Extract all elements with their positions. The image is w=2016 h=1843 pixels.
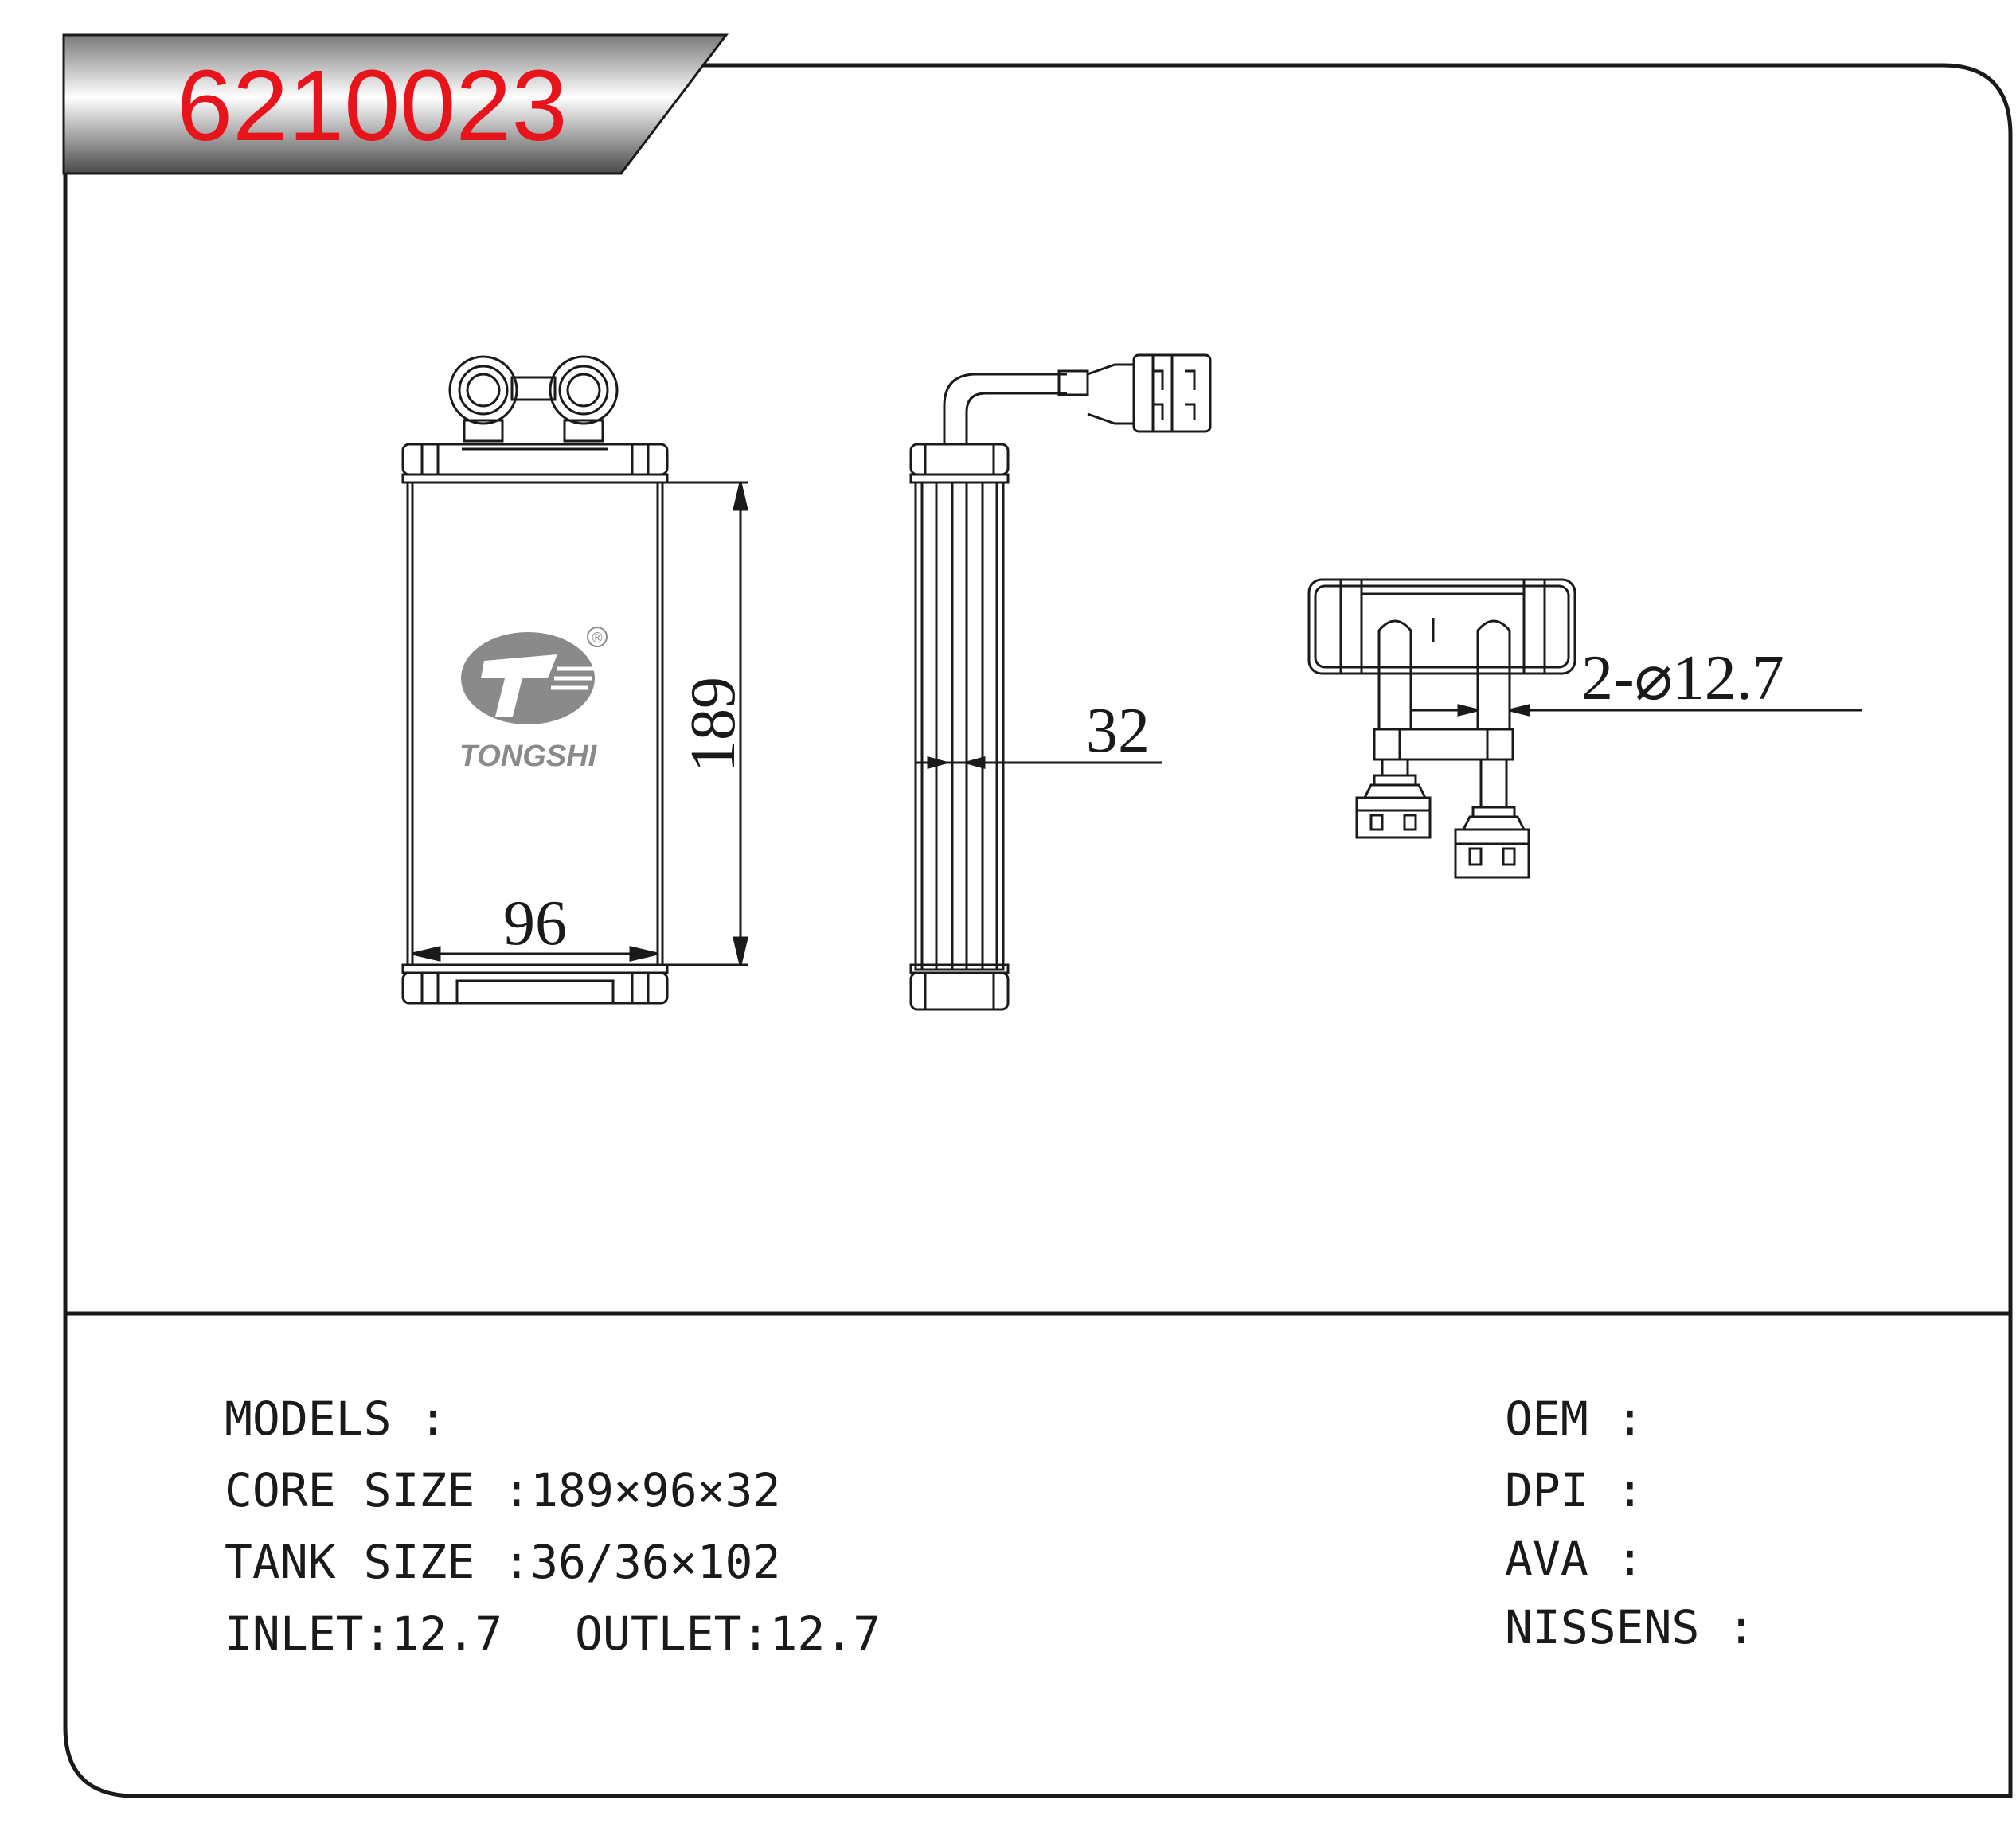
top-view [1307, 578, 1862, 879]
registered-mark: ® [592, 630, 602, 646]
spec-inlet: INLET:12.7 [225, 1607, 502, 1661]
spec-models: MODELS : [225, 1392, 447, 1446]
part-number-banner: 6210023 [62, 33, 729, 175]
top-fitting-right [549, 355, 619, 443]
height-dimension [667, 481, 748, 966]
side-view [909, 353, 1212, 1011]
tongshi-logo: ® TONGSHI [459, 627, 608, 773]
width-dimension [412, 946, 658, 962]
spec-oem: OEM : [1505, 1392, 1644, 1446]
spec-nissens: NISSENS : [1505, 1600, 1755, 1654]
brand-name: TONGSHI [459, 740, 598, 773]
spec-dpi: DPI : [1505, 1463, 1644, 1517]
depth-dimension [916, 756, 1162, 769]
spec-ava: AVA : [1505, 1532, 1644, 1586]
specs-left: MODELS : CORE SIZE :189×96×32 TANK SIZE … [225, 1392, 881, 1661]
core-width-label: 96 [503, 888, 567, 959]
sheet-frame [63, 63, 2013, 1798]
specs-right: OEM : DPI : AVA : NISSENS : [1505, 1392, 1755, 1654]
spec-outlet: OUTLET:12.7 [575, 1607, 881, 1661]
spec-core-size: CORE SIZE :189×96×32 [225, 1463, 780, 1517]
part-number: 6210023 [177, 49, 568, 162]
spec-tank-size: TANK SIZE :36/36×102 [225, 1535, 780, 1589]
pipe-spec-label: 2-⌀12.7 [1581, 643, 1784, 713]
core-depth-label: 32 [1086, 696, 1150, 766]
core-height-label: 189 [678, 677, 748, 772]
front-view [401, 355, 669, 1005]
top-fitting-left [448, 355, 518, 443]
